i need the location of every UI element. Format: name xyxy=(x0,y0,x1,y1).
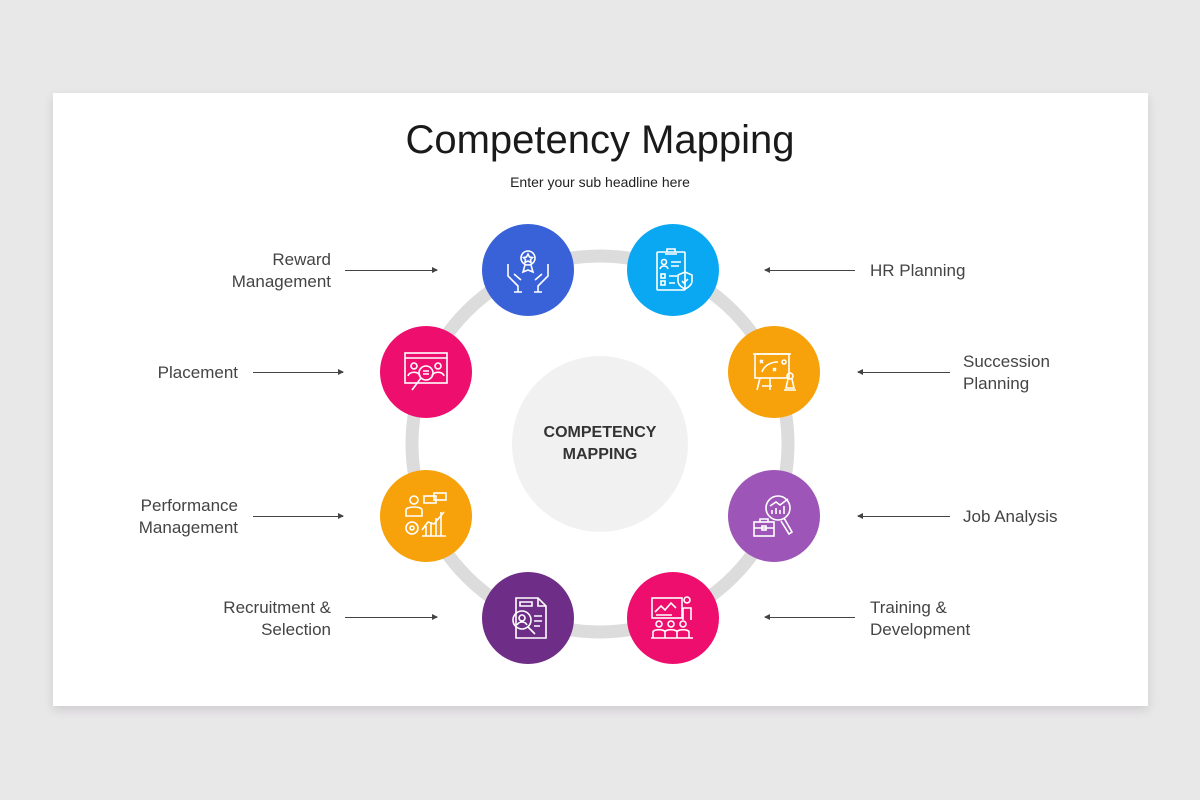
arrow-placement xyxy=(253,369,344,375)
award-hands-icon xyxy=(507,250,549,293)
label-placement: Placement xyxy=(157,363,238,382)
arrow-hr-planning xyxy=(764,267,855,273)
slide-title: Competency Mapping xyxy=(405,118,795,162)
node-job-analysis[interactable] xyxy=(728,470,820,562)
label-hr-planning: HR Planning xyxy=(870,261,966,280)
arrow-training xyxy=(764,614,855,620)
training-icon xyxy=(651,596,693,639)
center-title-line1: COMPETENCY xyxy=(543,424,657,441)
arrow-reward xyxy=(345,267,438,273)
label-recruitment-selection: Recruitment &Selection xyxy=(223,598,331,639)
arrow-succession xyxy=(857,369,950,375)
node-placement[interactable] xyxy=(380,326,472,418)
arrow-performance xyxy=(253,513,344,519)
node-hr-planning[interactable] xyxy=(627,224,719,316)
slide-subtitle: Enter your sub headline here xyxy=(510,174,690,190)
center-hub: COMPETENCY MAPPING xyxy=(512,356,688,532)
analysis-icon xyxy=(753,495,794,537)
node-succession-planning[interactable] xyxy=(728,326,820,418)
label-job-analysis: Job Analysis xyxy=(963,507,1058,526)
arrow-job-analysis xyxy=(857,513,950,519)
node-performance-management[interactable] xyxy=(380,470,472,562)
performance-icon xyxy=(405,492,447,537)
center-title-line2: MAPPING xyxy=(562,446,638,463)
label-training-development: Training &Development xyxy=(870,598,971,639)
clipboard-icon xyxy=(656,248,693,291)
node-training-development[interactable] xyxy=(627,572,719,664)
arrow-recruitment xyxy=(345,614,438,620)
candidate-search-icon xyxy=(404,352,448,391)
resume-search-icon xyxy=(512,597,547,639)
strategy-board-icon xyxy=(753,353,796,391)
node-recruitment-selection[interactable] xyxy=(482,572,574,664)
node-reward-management[interactable] xyxy=(482,224,574,316)
